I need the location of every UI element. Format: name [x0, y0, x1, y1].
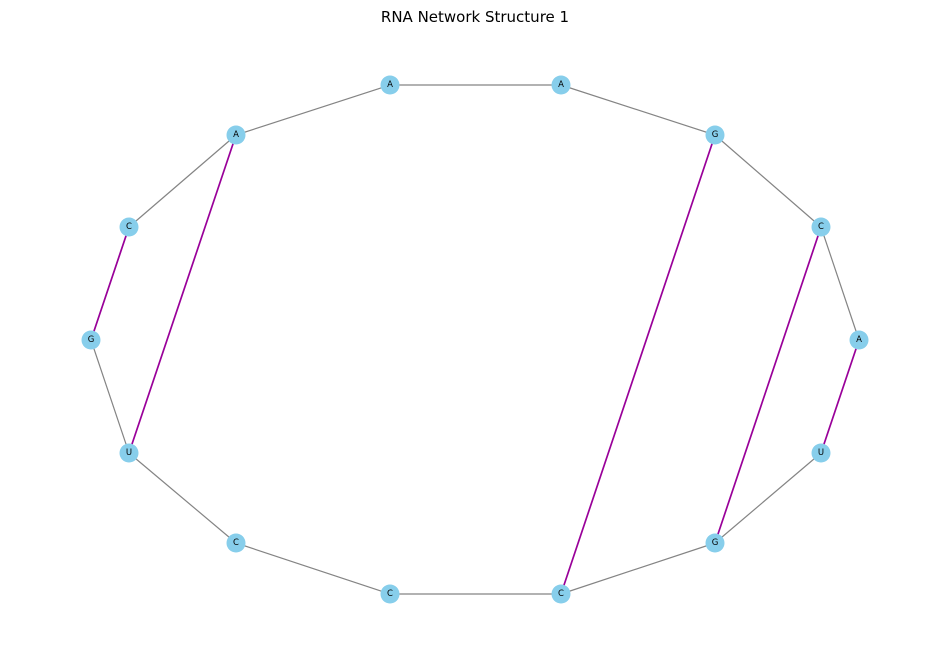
node-5-A: [226, 125, 246, 145]
node-6-C: [119, 217, 139, 237]
node-13-U: [811, 443, 831, 463]
node-1-C: [811, 217, 831, 237]
node-7-G: [81, 330, 101, 350]
edge-backbone-9-10: [235, 542, 391, 595]
node-3-A: [551, 75, 571, 95]
edge-backbone-2-3: [560, 84, 716, 136]
node-9-C: [226, 533, 246, 553]
edge-backbone-7-8: [90, 339, 130, 454]
node-4-A: [380, 75, 400, 95]
edge-backbone-8-9: [128, 452, 237, 544]
node-8-U: [119, 443, 139, 463]
node-2-G: [705, 125, 725, 145]
edge-backbone-0-1: [820, 226, 860, 341]
nodes-layer: [81, 75, 869, 604]
chart-title: RNA Network Structure 1: [380, 8, 570, 26]
node-12-G: [705, 533, 725, 553]
edge-pair-2-11: [560, 134, 716, 595]
edge-backbone-1-2: [714, 134, 822, 228]
edge-pair-0-13: [820, 339, 860, 454]
edge-pair-1-12: [714, 226, 822, 544]
edge-backbone-5-6: [128, 134, 237, 228]
node-0-A: [849, 330, 869, 350]
edge-backbone-4-5: [235, 84, 391, 136]
edge-backbone-11-12: [560, 542, 716, 595]
node-11-C: [551, 584, 571, 604]
node-10-C: [380, 584, 400, 604]
edge-backbone-12-13: [714, 452, 822, 544]
edge-pair-6-7: [90, 226, 130, 341]
edges-layer: [90, 84, 860, 595]
edge-pair-5-8: [128, 134, 237, 454]
